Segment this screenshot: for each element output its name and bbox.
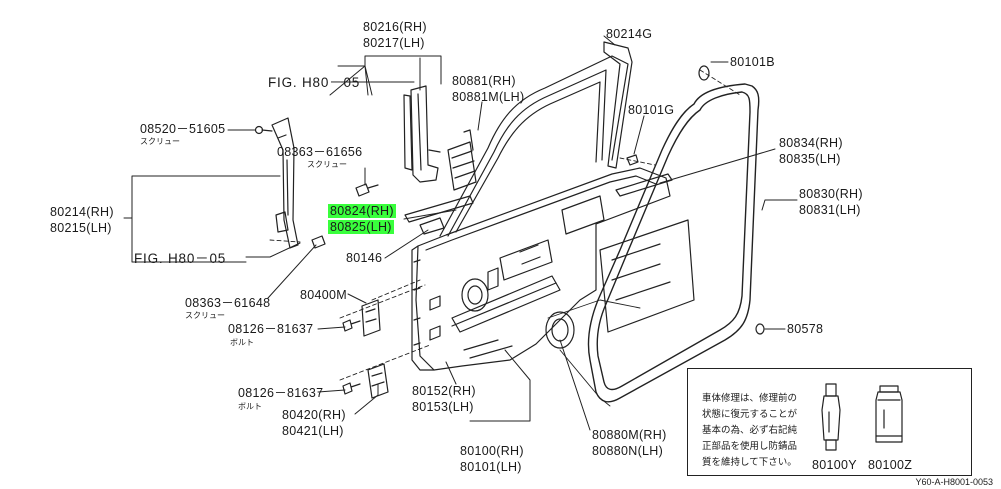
label-80101lh: 80101(LH) [460, 460, 522, 474]
label-80835lh: 80835(LH) [779, 152, 841, 166]
label-80153lh: 80153(LH) [412, 400, 474, 414]
label-08126-81637-b: 08126－81637 [238, 386, 324, 400]
label-08363-61656: 08363－61656 [277, 145, 363, 159]
note-line-1: 車体修理は、修理前の [702, 393, 798, 404]
spray-can-80100z [875, 385, 903, 443]
label-80421lh: 80421(LH) [282, 424, 344, 438]
fasteners [254, 65, 765, 395]
label-08126-81637-a: 08126－81637 [228, 322, 314, 336]
highlight-80824rh: 80824(RH) [328, 204, 396, 218]
door-seal [547, 299, 641, 407]
label-80400m: 80400M [300, 288, 347, 302]
label-80831lh: 80831(LH) [799, 203, 861, 217]
label-08363-61648: 08363－61648 [185, 296, 271, 310]
label-80217: 80217(LH) [363, 36, 425, 50]
diagram-code: Y60-A-H8001-0053 [915, 477, 993, 487]
label-80100z: 80100Z [868, 458, 913, 472]
highlight-80825lh: 80825(LH) [328, 220, 394, 234]
label-80215lh: 80215(LH) [50, 221, 112, 235]
label-bolt-2: ボルト [238, 402, 262, 411]
label-80881mlh: 80881M(LH) [452, 90, 525, 104]
label-80830rh: 80830(RH) [799, 187, 863, 201]
fig-reference-bottom: FIG. H80－05 [134, 251, 227, 266]
label-80214g: 80214G [606, 27, 653, 41]
label-80214rh: 80214(RH) [50, 205, 114, 219]
label-80825lh: 80825(LH) [328, 220, 394, 235]
label-80824rh: 80824(RH) [328, 204, 396, 219]
label-80420rh: 80420(RH) [282, 408, 346, 422]
door-glass [404, 129, 477, 235]
label-screw-2: スクリュー [307, 160, 347, 169]
label-80578: 80578 [787, 322, 824, 336]
label-80880nlh: 80880N(LH) [592, 444, 664, 458]
label-bolt-1: ボルト [230, 338, 254, 347]
label-80100rh: 80100(RH) [460, 444, 524, 458]
note-line-2: 状態に復元することが [702, 409, 798, 420]
note-line-5: 質を維持して下さい。 [702, 457, 797, 468]
spray-can-80100y [821, 383, 841, 451]
note-line-4: 正部品を使用し防錆品 [702, 441, 798, 452]
label-80881rh: 80881(RH) [452, 74, 516, 88]
label-08520-51605: 08520－51605 [140, 122, 226, 136]
label-screw-3: スクリュー [185, 311, 225, 320]
label-screw-1: スクリュー [140, 137, 180, 146]
label-80101g: 80101G [628, 103, 675, 117]
door-weatherstrip [587, 83, 760, 403]
inner-belt-weatherstrip [615, 173, 673, 197]
fig-reference-top: FIG. H80－05 [268, 75, 361, 90]
repair-note-box: 車体修理は、修理前の 状態に復元することが 基本の為、必ず右記純 正部品を使用し… [687, 368, 972, 476]
label-80101b: 80101B [730, 55, 775, 69]
label-80100y: 80100Y [812, 458, 857, 472]
window-run-channel [271, 85, 441, 249]
label-80146: 80146 [346, 251, 383, 265]
label-80834rh: 80834(RH) [779, 136, 843, 150]
hinges [361, 299, 389, 399]
note-line-3: 基本の為、必ず右記純 [702, 425, 798, 436]
label-80152rh: 80152(RH) [412, 384, 476, 398]
label-80216: 80216(RH) [363, 20, 427, 34]
label-80880mrh: 80880M(RH) [592, 428, 667, 442]
door-shell [411, 41, 695, 371]
